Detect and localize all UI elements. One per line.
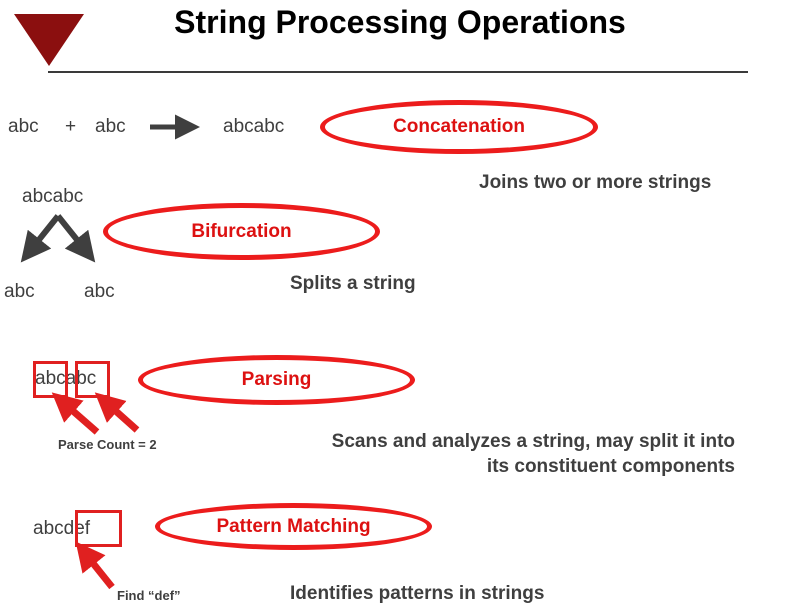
page-title: String Processing Operations	[174, 4, 626, 40]
callout-concatenation-label: Concatenation	[393, 116, 525, 137]
bifurcation-arrow-left	[20, 214, 61, 263]
concat-operand-left: abc	[8, 116, 39, 137]
parsing-description-line-2: its constituent components	[486, 456, 735, 477]
bifurcation-arrow-right	[55, 214, 96, 263]
concat-operator: +	[65, 116, 77, 137]
triangle-bullet-icon	[14, 14, 84, 66]
callout-bifurcation[interactable]: Bifurcation	[103, 203, 380, 260]
parsing-highlight-box-2	[75, 361, 110, 398]
pattern-highlight-box	[75, 510, 122, 547]
parse-count-annotation: Parse Count = 2	[58, 437, 157, 452]
callout-concatenation[interactable]: Concatenation	[320, 100, 598, 154]
bifurcation-part-1: abc	[4, 281, 35, 302]
callout-parsing[interactable]: Parsing	[138, 355, 415, 405]
parse-arrow-1	[51, 392, 100, 435]
callout-bifurcation-label: Bifurcation	[191, 220, 292, 242]
parse-arrow-2	[94, 392, 140, 433]
concatenation-description: Joins two or more strings	[479, 172, 712, 193]
callout-pattern-matching[interactable]: Pattern Matching	[155, 503, 432, 550]
header-divider	[48, 71, 748, 73]
parsing-highlight-box-1	[33, 361, 68, 398]
bifurcation-source: abcabc	[22, 186, 84, 207]
parsing-description-line-1: Scans and analyzes a string, may split i…	[331, 431, 735, 452]
bifurcation-part-2: abc	[84, 281, 115, 302]
pattern-arrow	[75, 541, 115, 590]
concat-result: abcabc	[223, 116, 285, 137]
pattern-matching-description: Identifies patterns in strings	[290, 583, 545, 604]
bifurcation-description: Splits a string	[290, 273, 416, 294]
callout-pattern-matching-label: Pattern Matching	[216, 515, 371, 537]
parsing-description: Scans and analyzes a string, may split i…	[200, 429, 735, 479]
concat-operand-right: abc	[95, 116, 126, 137]
callout-parsing-label: Parsing	[241, 369, 312, 390]
find-def-annotation: Find “def”	[117, 588, 181, 603]
